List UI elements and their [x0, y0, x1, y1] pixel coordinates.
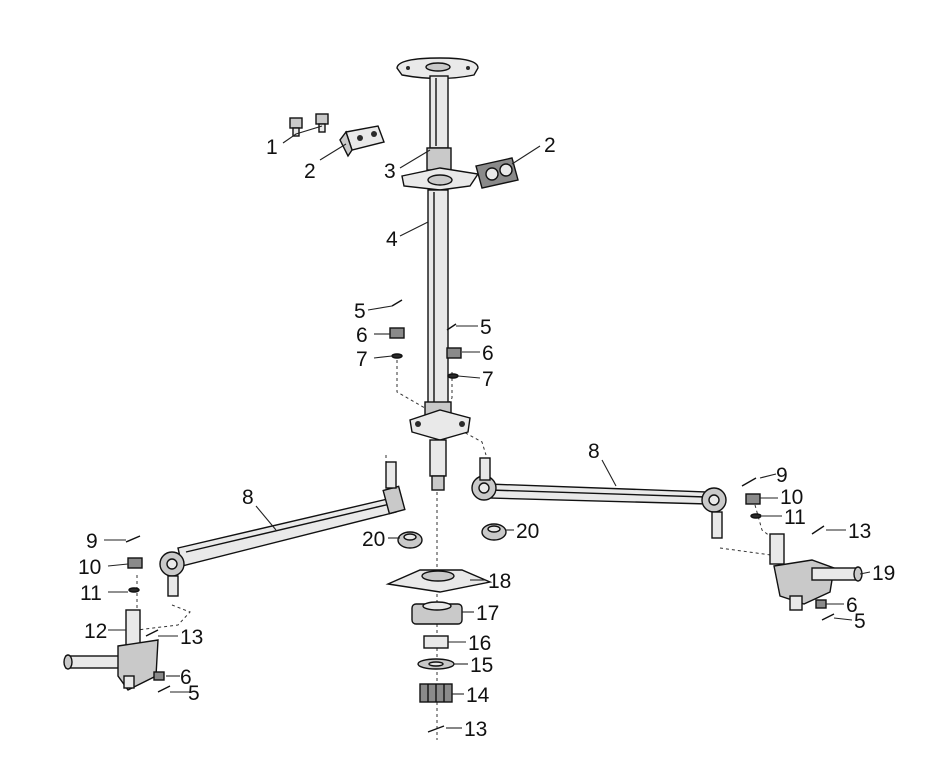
cotter-pin-right-part-9: [741, 477, 757, 487]
washer-right-part-11: [750, 513, 762, 519]
callout-11-left: 11: [80, 582, 102, 605]
callout-2-right: 2: [544, 134, 556, 157]
callout-labels: 1 2 2 3 4 5 5 5 5 6 6 6 6 7 7 8 8 9 9 10…: [78, 134, 895, 741]
steering-knuckle-right-part-19: [769, 533, 863, 611]
bushing-right-part-20: [481, 523, 507, 541]
callout-5-lower-right: 5: [854, 610, 866, 633]
callout-14: 14: [466, 684, 490, 707]
pin-left-part-5: [157, 685, 171, 693]
callout-15: 15: [470, 654, 493, 677]
callout-7-right: 7: [482, 368, 494, 391]
column-bracket-plate: [401, 167, 480, 191]
cotter-pin-left: [391, 299, 403, 307]
callout-5-centre-right: 5: [480, 316, 492, 339]
callout-4: 4: [386, 228, 398, 251]
castle-nut-right-part-10: [745, 493, 761, 505]
clamp-right-part-2: [475, 157, 519, 189]
cotter-pin-right: [446, 323, 457, 331]
callout-18: 18: [488, 570, 511, 593]
nut-left-part-6: [153, 671, 165, 681]
castle-nut-right: [446, 347, 462, 359]
spacer-part-16: [423, 635, 449, 649]
callout-6-centre-left: 6: [356, 324, 368, 347]
lower-steering-flange: [409, 401, 471, 491]
callout-9-left: 9: [86, 530, 98, 553]
washer-left-part-11: [128, 587, 140, 593]
steering-knuckle-left-part-12: [63, 609, 159, 691]
callout-9-right: 9: [776, 464, 788, 487]
callout-1: 1: [266, 136, 278, 159]
callout-12: 12: [84, 620, 107, 643]
bearing-housing-part-18: [385, 569, 493, 593]
castle-nut-left-part-10: [127, 557, 143, 569]
bolts-part-1: [289, 113, 329, 137]
washer-right: [447, 373, 459, 379]
nut-right-part-6: [815, 599, 827, 609]
callout-13-left: 13: [180, 626, 203, 649]
callout-2-left: 2: [304, 160, 316, 183]
steering-shaft: [427, 189, 449, 409]
callout-8-right: 8: [588, 440, 600, 463]
callout-5-centre-left: 5: [354, 300, 366, 323]
callout-10-right: 10: [780, 486, 803, 509]
bushing-left-part-20: [397, 531, 423, 549]
callout-10-left: 10: [78, 556, 101, 579]
callout-6-lower-left: 6: [180, 666, 192, 689]
callout-11-right: 11: [784, 506, 806, 529]
handlebar-mount-plate: [396, 57, 479, 80]
callout-3: 3: [384, 160, 396, 183]
castle-nut-part-14: [419, 683, 453, 703]
cotter-pin-right-part-13: [811, 525, 825, 535]
callout-6-centre-right: 6: [482, 342, 494, 365]
callout-8-left: 8: [242, 486, 254, 509]
leader-lines: [104, 125, 871, 729]
washer-part-15: [417, 658, 455, 670]
callout-16: 16: [468, 632, 491, 655]
tie-rod-right: [471, 457, 727, 539]
cotter-pin-left-part-9: [125, 535, 141, 543]
cotter-pin-left-part-13: [145, 629, 159, 637]
upper-steering-column: [426, 75, 452, 171]
callout-20-right: 20: [516, 520, 539, 543]
clamp-left-part-2: [339, 125, 385, 158]
callout-7-left: 7: [356, 348, 368, 371]
pin-right-part-5: [821, 613, 835, 621]
callout-5-lower-left: 5: [188, 682, 200, 705]
callout-13-right: 13: [848, 520, 871, 543]
callout-6-lower-right: 6: [846, 594, 858, 617]
tie-rod-left: [159, 461, 406, 597]
callout-13-bottom: 13: [464, 718, 487, 741]
callout-17: 17: [476, 602, 499, 625]
castle-nut-left: [389, 327, 405, 339]
callout-20-left: 20: [362, 528, 385, 551]
bearing-part-17: [411, 601, 463, 625]
callout-19: 19: [872, 562, 895, 585]
cotter-pin-part-13-bottom: [427, 725, 445, 733]
washer-left: [391, 353, 403, 359]
